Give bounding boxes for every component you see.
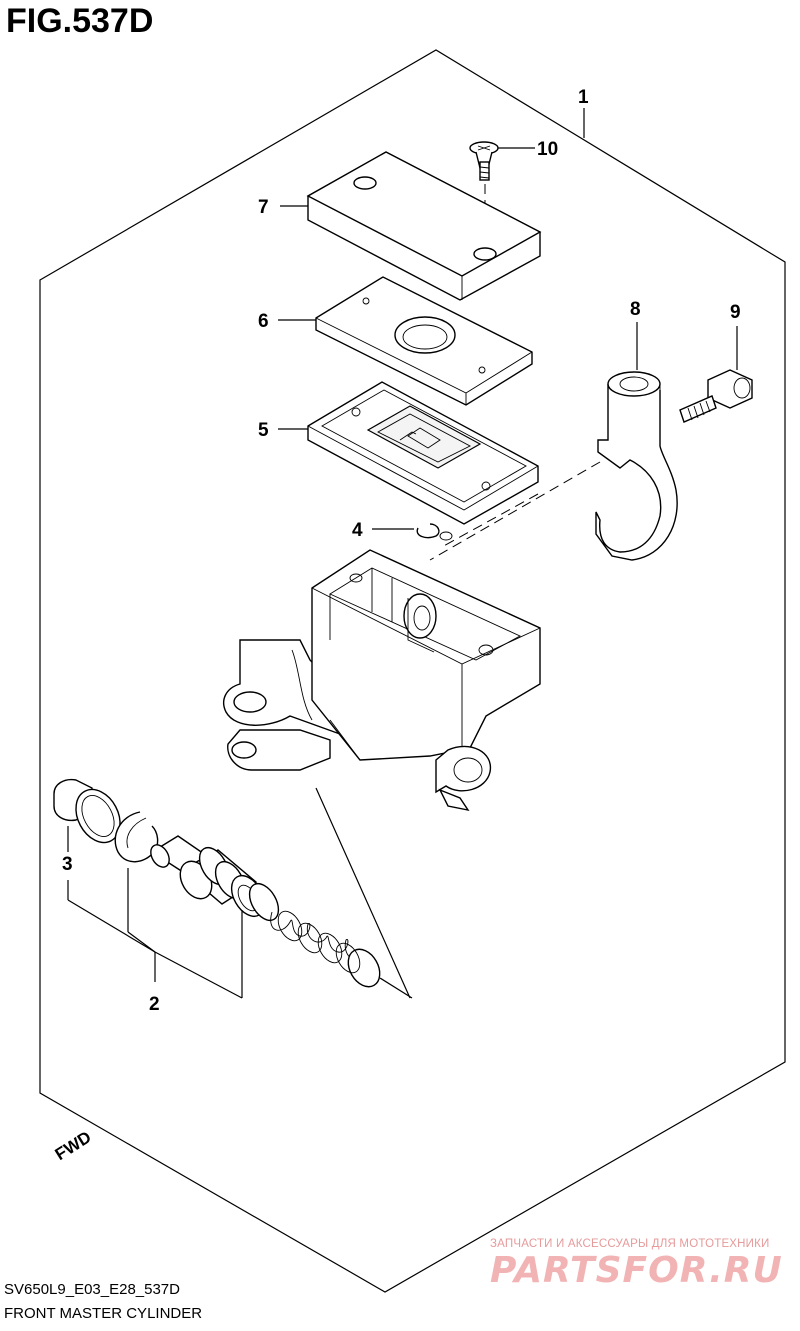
callout-8-label: 8 (630, 299, 641, 320)
watermark-tagline: ЗАПЧАСТИ И АКСЕССУАРЫ ДЛЯ МОТОТЕХНИКИ (490, 1238, 770, 1250)
part-8-clamp: 8 (429, 299, 678, 561)
part-6-plate: 6 (258, 276, 533, 406)
watermark-logo: PARTSFOR.RU (490, 1250, 783, 1291)
callout-10-label: 10 (537, 139, 558, 160)
callout-3-label: 3 (62, 854, 73, 875)
diagram-code: SV650L9_E03_E28_537D (4, 1281, 180, 1298)
assembly-outline (39, 49, 786, 1293)
fwd-arrow-icon: FWD (52, 1127, 95, 1164)
part-2-piston: 2 (67, 835, 381, 1015)
fwd-label: FWD (52, 1127, 95, 1164)
snap-ring (114, 811, 159, 932)
callout-9-label: 9 (730, 302, 741, 323)
callout-6-label: 6 (258, 311, 269, 332)
callout-2-label: 2 (149, 994, 160, 1015)
callout-4-label: 4 (352, 520, 363, 541)
callout-1-label: 1 (578, 87, 589, 108)
part-9-bolt: 9 (679, 302, 753, 423)
assembly-guide-lines (315, 787, 413, 999)
diagram-title: FRONT MASTER CYLINDER (4, 1305, 203, 1322)
figure-title: FIG.537D (6, 2, 154, 40)
master-cylinder-body (222, 549, 541, 812)
callout-1: 1 (578, 87, 589, 138)
part-3-boot: 3 (53, 778, 121, 900)
part-4-clip: 4 (352, 520, 453, 541)
callout-7-label: 7 (258, 197, 269, 218)
part-5-diaphragm: 5 (258, 381, 539, 549)
part-7-cap: 7 (258, 151, 542, 301)
callout-5-label: 5 (258, 420, 269, 441)
